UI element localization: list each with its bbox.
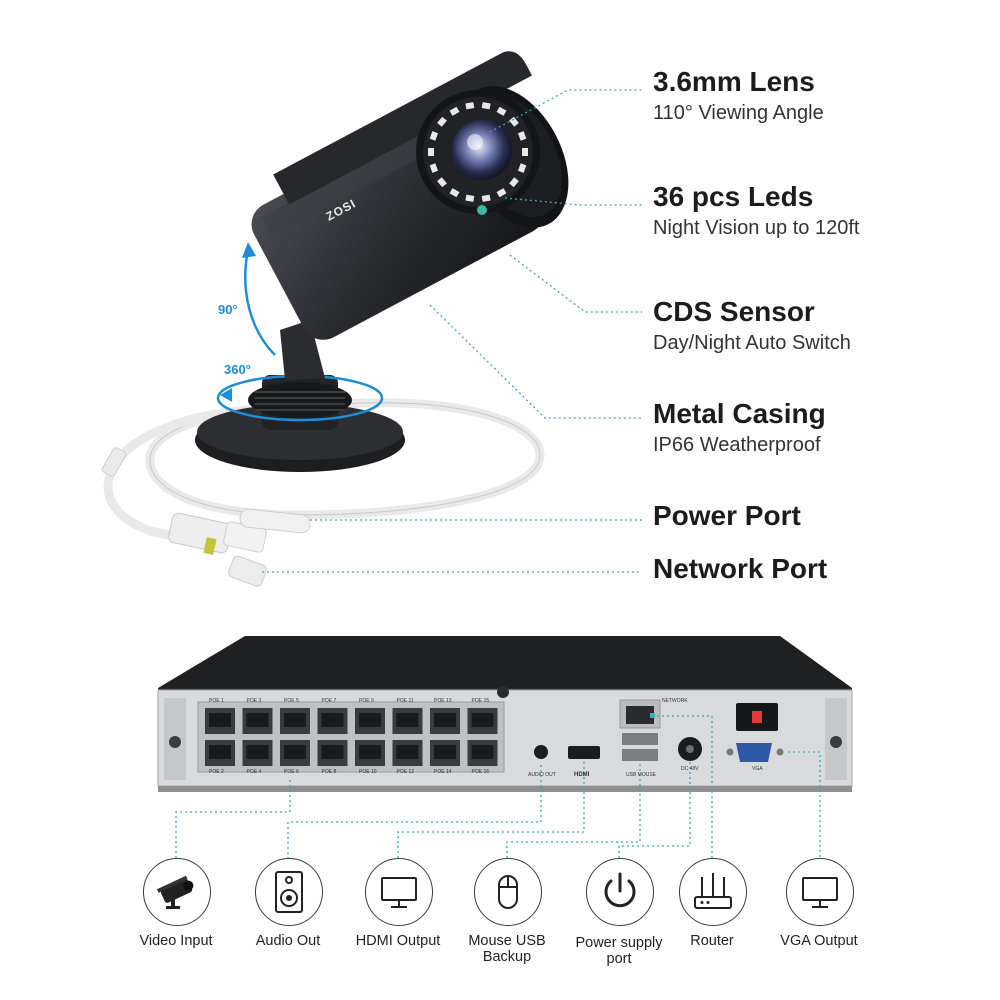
feature-subtitle: IP66 Weatherproof (653, 434, 821, 456)
tilt-rotation-arrow (244, 249, 276, 356)
router-circle (679, 858, 747, 926)
feature-subtitle: Night Vision up to 120ft (653, 217, 860, 239)
poe-label: POE 1 (209, 698, 224, 704)
hdmi-label: HDMI (574, 772, 590, 778)
monitor-icon (802, 877, 838, 908)
poe-label: POE 9 (359, 698, 374, 704)
feature-title: 3.6mm Lens (653, 66, 815, 97)
router-icon (694, 873, 732, 909)
mouse-usb-circle (474, 858, 542, 926)
power-supply-circle (586, 858, 654, 926)
poe-label: POE 2 (209, 769, 224, 775)
ir-led (481, 102, 491, 110)
usb-label: USB MOUSE (626, 772, 657, 778)
poe-label: POE 11 (396, 698, 414, 704)
camera-icon (156, 875, 194, 909)
poe-label: POE 10 (359, 769, 377, 775)
ir-led (465, 102, 475, 110)
ir-led (449, 106, 460, 116)
ir-led (437, 177, 447, 188)
feature-title: Network Port (653, 553, 828, 584)
poe-label: POE 14 (434, 769, 452, 775)
feature-subtitle: Day/Night Auto Switch (653, 332, 851, 354)
ir-led (496, 188, 507, 198)
vga-port (736, 743, 772, 762)
feature-title: Power Port (653, 500, 801, 531)
dc-label: DC 48V (681, 766, 699, 772)
hdmi-output-circle (365, 858, 433, 926)
power-icon (604, 872, 636, 908)
ir-led (429, 163, 439, 173)
network-label: NETWORK (662, 698, 688, 704)
feature-network-port: Network Port (653, 553, 827, 585)
feature-title: 36 pcs Leds (653, 181, 814, 212)
nvr-recorder-illustration (157, 636, 853, 858)
ir-led (449, 188, 460, 198)
audio-out-jack (534, 745, 548, 759)
monitor-icon (381, 877, 417, 908)
port-label-hdmi-output: HDMI Output (355, 933, 441, 949)
poe-label: POE 7 (321, 698, 337, 704)
nvr-top-cover (158, 636, 852, 688)
usb-port-2 (622, 749, 658, 761)
poe-label: POE 3 (246, 698, 262, 704)
port-label-video-input: Video Input (139, 933, 213, 949)
ir-led (517, 131, 527, 141)
ir-led (437, 116, 447, 127)
speaker-icon (275, 871, 303, 913)
port-label-router: Router (690, 933, 734, 949)
feature-leds: 36 pcs Leds Night Vision up to 120ft (653, 181, 859, 241)
poe-label: POE 12 (396, 769, 415, 775)
poe-label: POE 6 (284, 769, 299, 775)
audio-out-label: AUDIO OUT (528, 772, 556, 778)
poe-label: POE 8 (321, 769, 337, 775)
video-input-circle (143, 858, 211, 926)
ir-led (517, 163, 527, 173)
poe-label: POE 4 (246, 769, 262, 775)
feature-power-port: Power Port (653, 500, 801, 532)
audio-out-circle (255, 858, 323, 926)
poe-label: POE 15 (471, 698, 490, 704)
ir-led (481, 194, 491, 202)
ir-led (509, 116, 519, 127)
callout-leaders (262, 89, 642, 573)
poe-label: POE 13 (434, 698, 452, 704)
hdmi-port (568, 746, 600, 759)
ir-led (509, 177, 519, 188)
tilt-angle-label: 90° (218, 302, 238, 317)
vga-output-circle (786, 858, 854, 926)
feature-title: CDS Sensor (653, 296, 815, 327)
feature-title: Metal Casing (653, 398, 826, 429)
feature-lens: 3.6mm Lens 110° Viewing Angle (653, 66, 824, 126)
vga-label: VGA (752, 766, 763, 772)
port-label-vga-output: VGA Output (780, 933, 858, 949)
port-leaders (175, 715, 821, 858)
cds-sensor (477, 205, 487, 215)
ir-led (522, 148, 528, 156)
camera-lens (452, 120, 512, 180)
poe-label: POE 16 (471, 769, 490, 775)
ir-led (465, 194, 475, 202)
port-label-audio-out: Audio Out (255, 933, 321, 949)
bullet-camera-illustration (101, 51, 642, 587)
power-connector (239, 508, 311, 534)
feature-subtitle: 110° Viewing Angle (653, 102, 824, 124)
ir-led (428, 148, 434, 156)
poe-label: POE 5 (284, 698, 299, 704)
ir-led (496, 106, 507, 116)
feature-metal-casing: Metal Casing IP66 Weatherproof (653, 398, 826, 458)
feature-cds-sensor: CDS Sensor Day/Night Auto Switch (653, 296, 851, 356)
mouse-icon (498, 875, 518, 909)
pan-angle-label: 360° (224, 362, 251, 377)
usb-port-1 (622, 733, 658, 745)
ir-led (429, 131, 439, 141)
